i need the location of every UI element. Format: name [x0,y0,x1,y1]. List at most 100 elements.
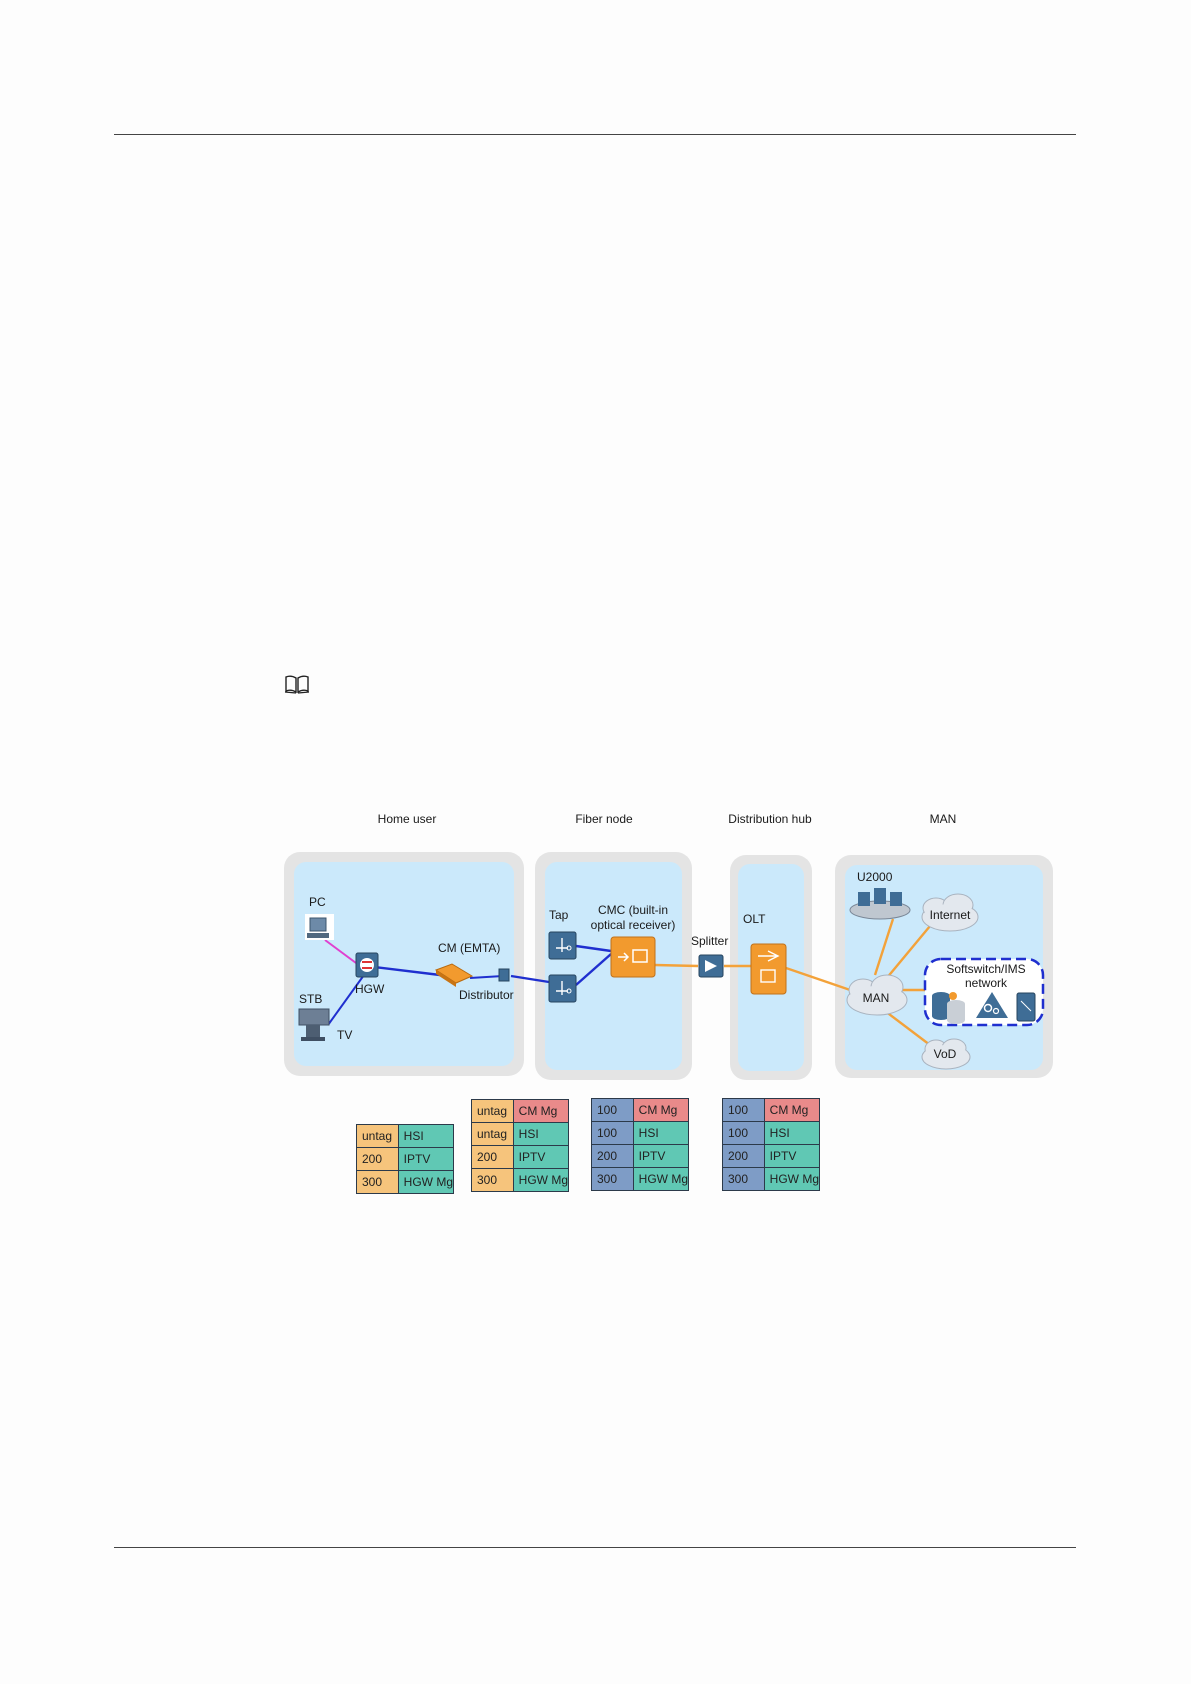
book-note-icon [284,675,310,694]
service-cell: HSI [632,1121,690,1145]
link-man-u2000 [873,918,895,976]
vod-label: VoD [934,1047,957,1061]
internet-label: Internet [930,908,971,922]
link-man-vod [884,1010,931,1046]
vlan-table-cm: untag CM Mg untag HSI 200 IPTV 300 HGW M… [471,1099,570,1192]
zone-home-user [284,852,524,1076]
vlan-table-cmc: 100 CM Mg 100 HSI 200 IPTV 300 HGW Mg [591,1098,690,1191]
vlan-cell: 300 [356,1170,399,1194]
cmc-icon [610,936,656,978]
cm-emta-icon [434,963,474,987]
vlan-cell: 300 [591,1167,634,1191]
link-hgw-cm [373,965,441,977]
link-olt-man [785,966,857,994]
cmc-label-line2: optical receiver) [591,918,676,932]
table-row: 300 HGW Mg [591,1167,690,1191]
vlan-cell: 100 [591,1121,634,1145]
distributor-label: Distributor [459,988,514,1002]
cmc-label-line1: CMC (built-in [598,903,668,917]
olt-label: OLT [743,912,766,926]
service-cell: HGW Mg [763,1167,821,1191]
vlan-cell: 100 [722,1121,765,1145]
service-cell: IPTV [397,1147,455,1171]
table-row: 200 IPTV [471,1145,570,1169]
service-cell: IPTV [763,1144,821,1168]
table-row: 200 IPTV [722,1144,821,1168]
service-cell: CM Mg [763,1098,821,1122]
vlan-cell: 200 [591,1144,634,1168]
zone-label-home-user: Home user [378,812,437,826]
table-row: untag HSI [356,1124,455,1148]
vlan-cell: untag [471,1099,514,1123]
table-row: untag CM Mg [471,1099,570,1123]
softswitch-label-line1: Softswitch/IMS [946,962,1025,976]
table-row: 100 HSI [722,1121,821,1145]
table-row: 100 HSI [591,1121,690,1145]
zone-label-man: MAN [930,812,957,826]
service-cell: IPTV [512,1145,570,1169]
tv-label: TV [337,1028,352,1042]
link-distributor-tap [510,974,550,984]
vlan-cell: untag [356,1124,399,1148]
pc-label: PC [309,895,326,909]
service-cell: IPTV [632,1144,690,1168]
table-row: 300 HGW Mg [471,1168,570,1192]
service-cell: HGW Mg [632,1167,690,1191]
hgw-label: HGW [355,982,385,996]
zone-label-fiber-node: Fiber node [575,812,633,826]
table-row: untag HSI [471,1122,570,1146]
vlan-cell: 100 [591,1098,634,1122]
olt-icon [750,943,787,995]
u2000-label: U2000 [857,870,893,884]
vlan-cell: 200 [356,1147,399,1171]
u2000-icon [849,888,911,920]
service-cell: HGW Mg [397,1170,455,1194]
link-cm-distributor [469,975,504,979]
stb-tv-icon [298,1008,330,1041]
table-row: 300 HGW Mg [356,1170,455,1194]
vlan-cell: 300 [471,1168,514,1192]
splitter-icon [698,954,724,978]
service-cell: CM Mg [512,1099,570,1123]
vlan-cell: 300 [722,1167,765,1191]
link-hgw-stb [327,974,365,1026]
gear-icon [976,992,1008,1018]
tap-label: Tap [549,908,569,922]
tap-icon [548,974,577,1003]
footer-rule [114,1547,1076,1548]
splitter-label: Splitter [691,934,728,948]
vlan-table-home-user: untag HSI 200 IPTV 300 HGW Mg [356,1124,455,1194]
header-rule [114,134,1076,135]
table-row: 200 IPTV [356,1147,455,1171]
service-cell: HSI [512,1122,570,1146]
pc-icon [305,914,334,940]
tap-icon [548,931,577,960]
service-cell: CM Mg [632,1098,690,1122]
zone-label-distribution-hub: Distribution hub [728,812,812,826]
vlan-cell: 200 [471,1145,514,1169]
service-cell: HSI [763,1121,821,1145]
softswitch-ims-network [923,957,1045,1027]
link-cmc-splitter [654,963,699,968]
vlan-cell: 200 [722,1144,765,1168]
softswitch-label-line2: network [965,976,1008,990]
table-row: 300 HGW Mg [722,1167,821,1191]
server-icon [1016,992,1036,1022]
table-row: 100 CM Mg [722,1098,821,1122]
link-tap1-cmc [575,944,612,953]
distributor-icon [498,968,510,982]
table-row: 100 CM Mg [591,1098,690,1122]
man-cloud-icon [846,974,908,1016]
hgw-icon [355,952,379,978]
vlan-cell: 100 [722,1098,765,1122]
cm-label: CM (EMTA) [438,941,500,955]
vlan-cell: untag [471,1122,514,1146]
table-row: 200 IPTV [591,1144,690,1168]
link-pc-hgw [324,939,357,964]
vlan-table-olt: 100 CM Mg 100 HSI 200 IPTV 300 HGW Mg [722,1098,821,1191]
service-cell: HGW Mg [512,1168,570,1192]
internet-cloud-icon [921,893,979,932]
database-icon [932,992,965,1024]
man-cloud-label: MAN [863,991,890,1005]
